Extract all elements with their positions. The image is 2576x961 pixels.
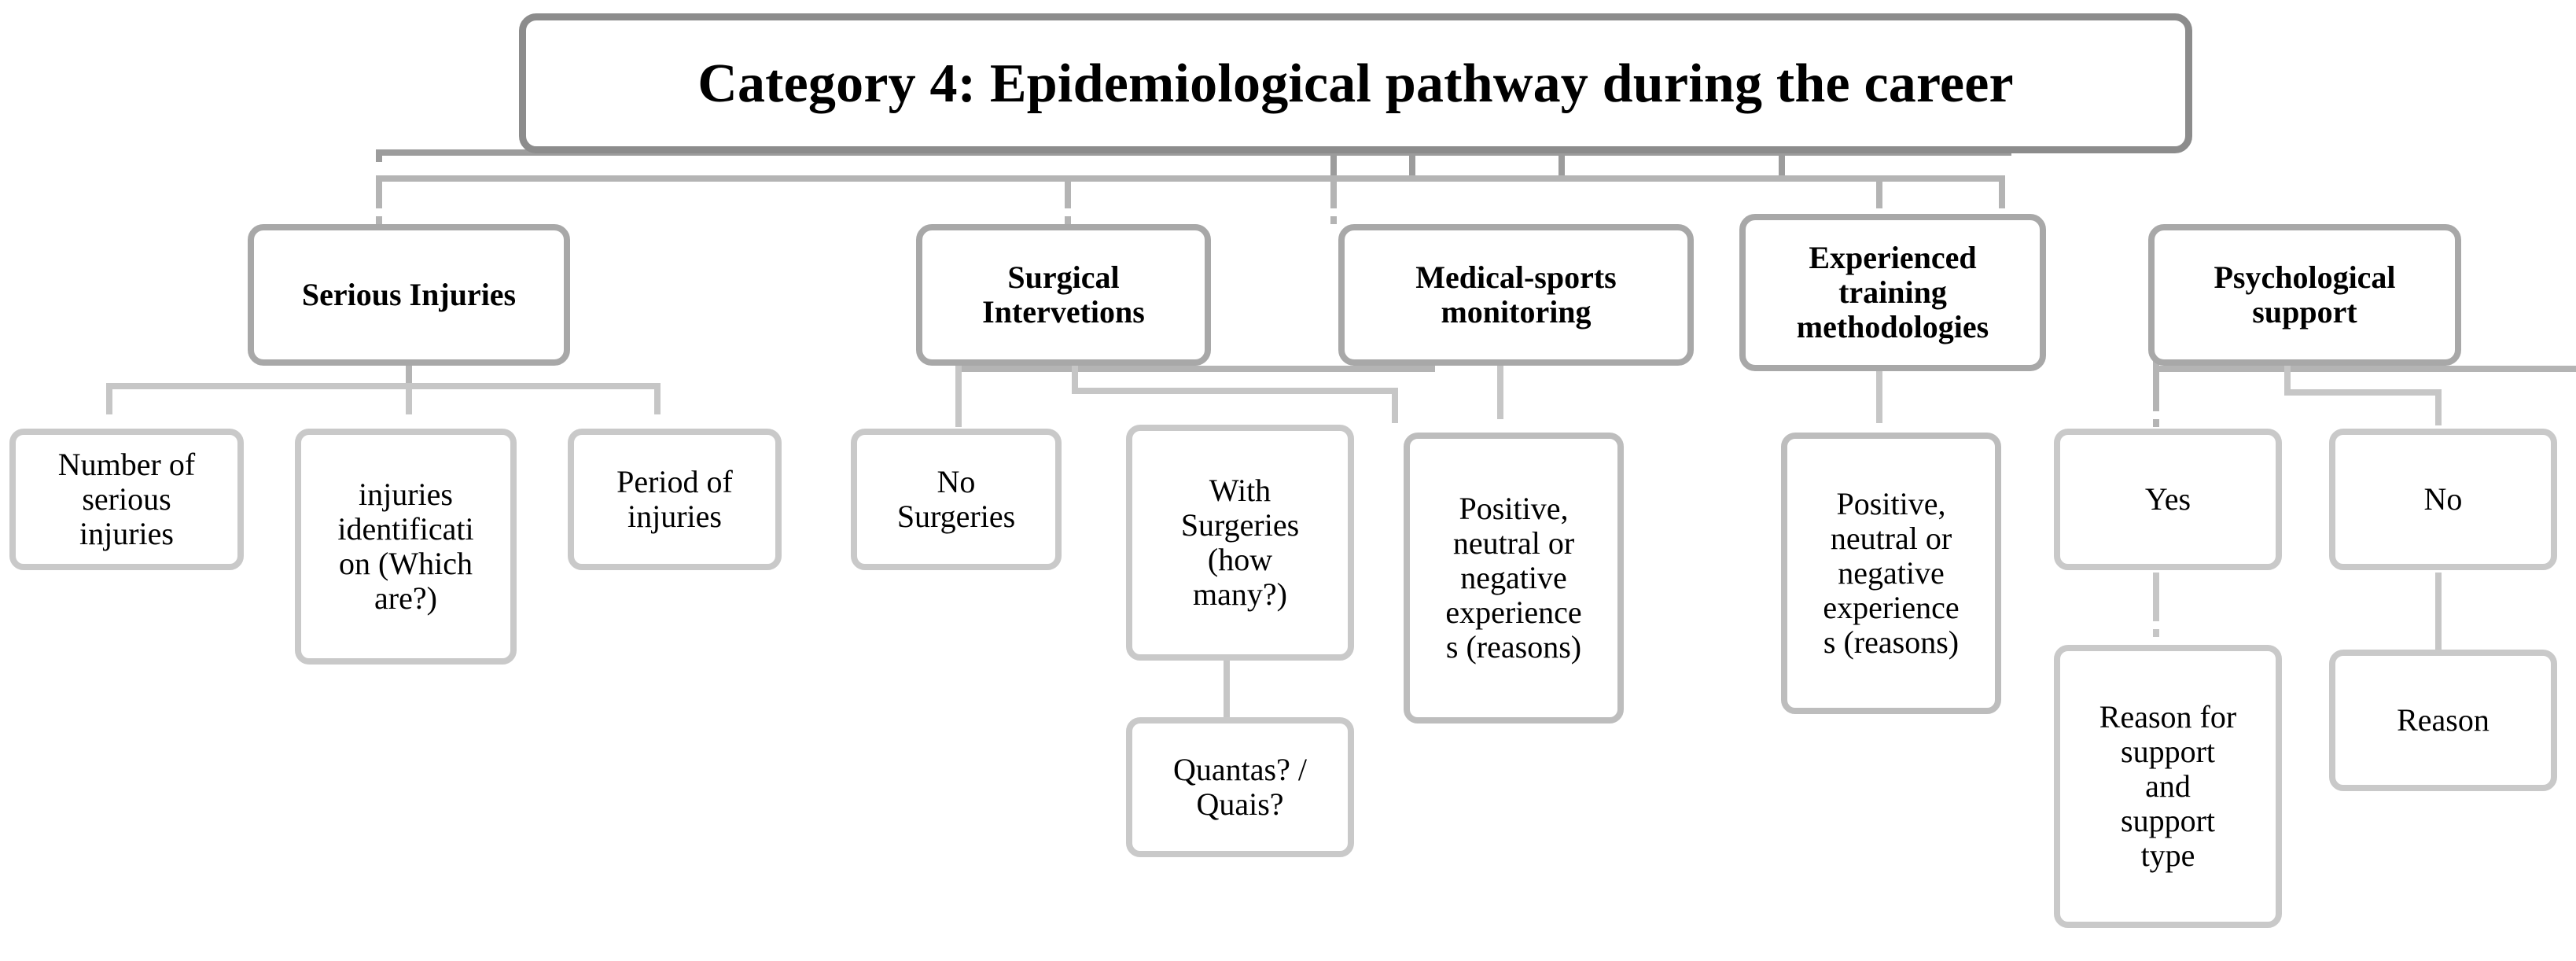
node-quantas-quais-label: Quantas? / Quais?: [1173, 752, 1307, 822]
connector-drop-serious-injuries: [376, 175, 382, 208]
node-experienced-training-methodologies-label: Experienced training methodologies: [1796, 240, 1989, 344]
node-reason-label: Reason: [2397, 702, 2490, 738]
connector-no-to-reason: [2435, 573, 2442, 650]
connector-psychological-right-bar: [2284, 389, 2442, 396]
connector-serious-injuries-stem: [406, 366, 412, 389]
connector-main-bus: [376, 175, 2005, 182]
node-no[interactable]: No: [2329, 429, 2557, 570]
node-title: Category 4: Epidemiological pathway duri…: [519, 13, 2192, 153]
connector-title-stub-3: [1558, 149, 1565, 178]
node-number-of-serious-injuries[interactable]: Number of serious injuries: [9, 429, 244, 570]
node-quantas-quais[interactable]: Quantas? / Quais?: [1126, 717, 1354, 857]
node-psychological-support[interactable]: Psychological support: [2148, 224, 2461, 366]
connector-drop-surgical-tip: [1065, 216, 1071, 224]
connector-drop-medical: [1330, 175, 1337, 208]
node-no-surgeries-label: No Surgeries: [896, 464, 1016, 534]
connector-medical-to-experiences: [1497, 366, 1503, 419]
node-surgical-intervetions-label: Surgical Intervetions: [982, 260, 1145, 330]
connector-leaf-yes-tip: [2153, 419, 2159, 427]
connector-training-to-experiences: [1876, 370, 1882, 423]
node-psychological-support-label: Psychological support: [2214, 260, 2396, 330]
node-medical-experiences[interactable]: Positive, neutral or negative experience…: [1404, 433, 1624, 724]
node-reason-for-support[interactable]: Reason for support and support type: [2054, 645, 2282, 928]
connector-surgical-right-turn: [1072, 366, 1078, 388]
connector-psychological-bar: [2153, 366, 2576, 372]
connector-leaf-period-injuries: [654, 383, 661, 414]
connector-title-stub-2: [1409, 149, 1415, 178]
node-title-label: Category 4: Epidemiological pathway duri…: [697, 53, 2014, 114]
node-experienced-training-methodologies[interactable]: Experienced training methodologies: [1739, 214, 2046, 371]
node-period-of-injuries[interactable]: Period of injuries: [568, 429, 782, 570]
node-training-experiences[interactable]: Positive, neutral or negative experience…: [1781, 433, 2001, 714]
node-period-of-injuries-label: Period of injuries: [616, 464, 733, 534]
connector-yes-to-reason-support-tip: [2153, 629, 2159, 637]
connector-drop-medical-tip: [1330, 216, 1337, 224]
connector-drop-psychological: [1999, 175, 2005, 208]
node-with-surgeries-label: With Surgeries (how many?): [1180, 473, 1300, 612]
connector-leaf-yes: [2153, 366, 2159, 411]
node-reason[interactable]: Reason: [2329, 650, 2557, 791]
connector-drop-experienced: [1876, 175, 1882, 208]
node-no-surgeries[interactable]: No Surgeries: [851, 429, 1062, 570]
connector-title-stub-4: [1779, 149, 1785, 178]
connector-leaf-with-surgeries: [1392, 388, 1398, 423]
node-number-of-serious-injuries-label: Number of serious injuries: [57, 447, 196, 551]
connector-leaf-injuries-identification: [406, 383, 412, 414]
connector-leaf-no: [2435, 389, 2442, 425]
node-serious-injuries-label: Serious Injuries: [301, 277, 517, 312]
connector-yes-to-reason-support: [2153, 573, 2159, 621]
connector-title-stub-1: [1330, 149, 1337, 178]
node-surgical-intervetions[interactable]: Surgical Intervetions: [916, 224, 1211, 366]
node-serious-injuries[interactable]: Serious Injuries: [248, 224, 570, 366]
node-with-surgeries[interactable]: With Surgeries (how many?): [1126, 425, 1354, 661]
connector-with-surgeries-to-quantas: [1224, 657, 1230, 720]
node-medical-sports-monitoring[interactable]: Medical-sports monitoring: [1338, 224, 1694, 366]
node-yes[interactable]: Yes: [2054, 429, 2282, 570]
connector-drop-serious-injuries-tip: [376, 216, 382, 224]
connector-psychological-right-turn: [2284, 366, 2291, 389]
node-medical-experiences-label: Positive, neutral or negative experience…: [1445, 491, 1582, 665]
node-reason-for-support-label: Reason for support and support type: [2099, 699, 2237, 873]
node-training-experiences-label: Positive, neutral or negative experience…: [1823, 486, 1960, 660]
connector-leaf-no-surgeries: [955, 366, 962, 427]
connector-title-underbar-left-turn: [376, 149, 382, 162]
node-medical-sports-monitoring-label: Medical-sports monitoring: [1415, 260, 1617, 330]
node-injuries-identification-label: injuries identificati on (Which are?): [337, 477, 474, 616]
connector-surgical-bar: [955, 366, 1435, 372]
connector-surgical-right-bar: [1072, 388, 1398, 394]
connector-serious-injuries-bar: [106, 383, 661, 389]
node-injuries-identification[interactable]: injuries identificati on (Which are?): [295, 429, 517, 665]
node-no-label: No: [2423, 481, 2463, 517]
connector-leaf-number-serious: [106, 383, 112, 414]
connector-drop-surgical: [1065, 175, 1071, 208]
node-yes-label: Yes: [2144, 481, 2191, 517]
